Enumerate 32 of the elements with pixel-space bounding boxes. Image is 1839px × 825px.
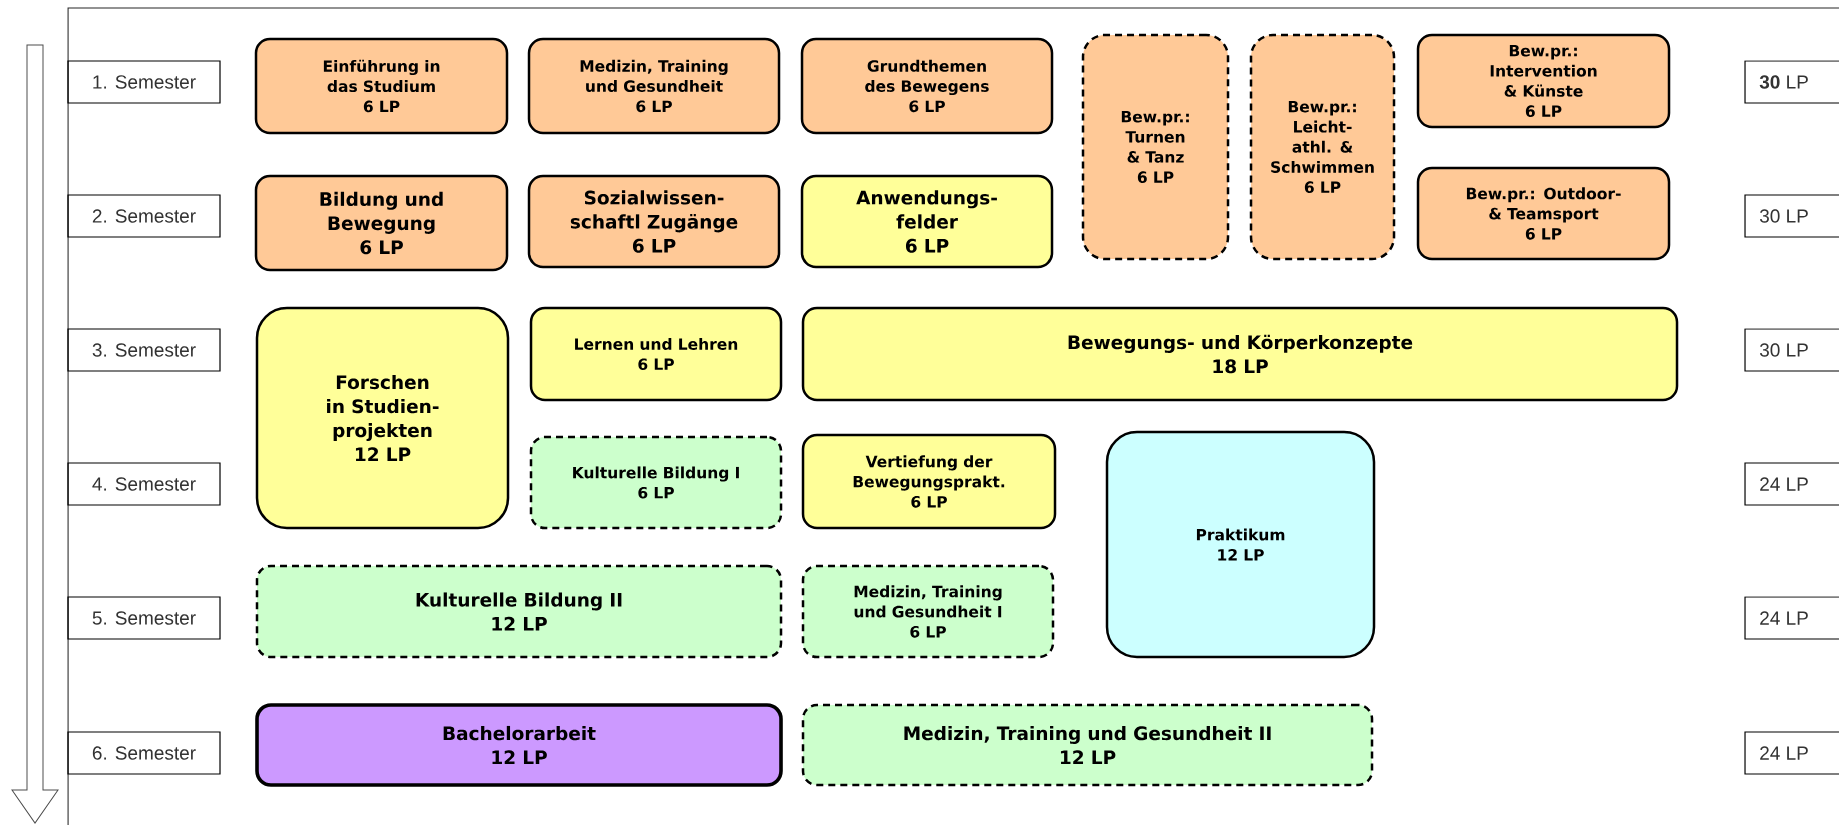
module-box: Anwendungs-felder 6 LP	[800, 174, 1054, 269]
credit-box: 30 LP	[1744, 328, 1839, 372]
credit-box: 30 LP	[1744, 60, 1839, 104]
module-box: Medizin, Training und Gesundheit II 12 LP	[801, 703, 1374, 787]
semester-label: 2. Semester	[67, 194, 221, 238]
module-box: Kulturelle Bildung I 6 LP	[529, 435, 783, 530]
credit-box: 24 LP	[1744, 596, 1839, 640]
module-box: Medizin, Training und Gesundheit 6 LP	[527, 37, 781, 135]
module-box: Medizin, Training und Gesundheit I 6 LP	[801, 564, 1055, 659]
module-box: Bew.pr.: Turnen & Tanz 6 LP	[1081, 33, 1230, 261]
credit-box: 30 LP	[1744, 194, 1839, 238]
module-box: Grundthemen des Bewegens 6 LP	[800, 37, 1054, 135]
credit-box: 24 LP	[1744, 731, 1839, 775]
module-box: Bew.pr.: Outdoor- & Teamsport 6 LP	[1416, 166, 1671, 261]
module-box: Forschen in Studien-projekten 12 LP	[255, 306, 510, 530]
module-box: Bildung und Bewegung 6 LP	[254, 174, 509, 272]
module-box: Praktikum 12 LP	[1105, 430, 1376, 659]
module-box: Kulturelle Bildung II 12 LP	[255, 564, 783, 659]
module-box: Bew.pr.: Leicht-athl. & Schwimmen 6 LP	[1249, 33, 1396, 261]
credit-box: 24 LP	[1744, 462, 1839, 506]
module-box: Bewegungs- und Körperkonzepte 18 LP	[801, 306, 1679, 402]
module-box: Bachelorarbeit 12 LP	[255, 703, 783, 787]
semester-label: 3. Semester	[67, 328, 221, 372]
module-box: Bew.pr.: Intervention & Künste 6 LP	[1416, 33, 1671, 129]
module-box: Lernen und Lehren 6 LP	[529, 306, 783, 402]
semester-label: 6. Semester	[67, 731, 221, 775]
semester-label: 4. Semester	[67, 462, 221, 506]
module-box: Vertiefung der Bewegungsprakt. 6 LP	[801, 433, 1057, 530]
semester-label: 5. Semester	[67, 596, 221, 640]
module-box: Einführung in das Studium 6 LP	[254, 37, 509, 135]
module-box: Sozialwissen-schaftl Zugänge 6 LP	[527, 174, 781, 269]
semester-label: 1. Semester	[67, 60, 221, 104]
